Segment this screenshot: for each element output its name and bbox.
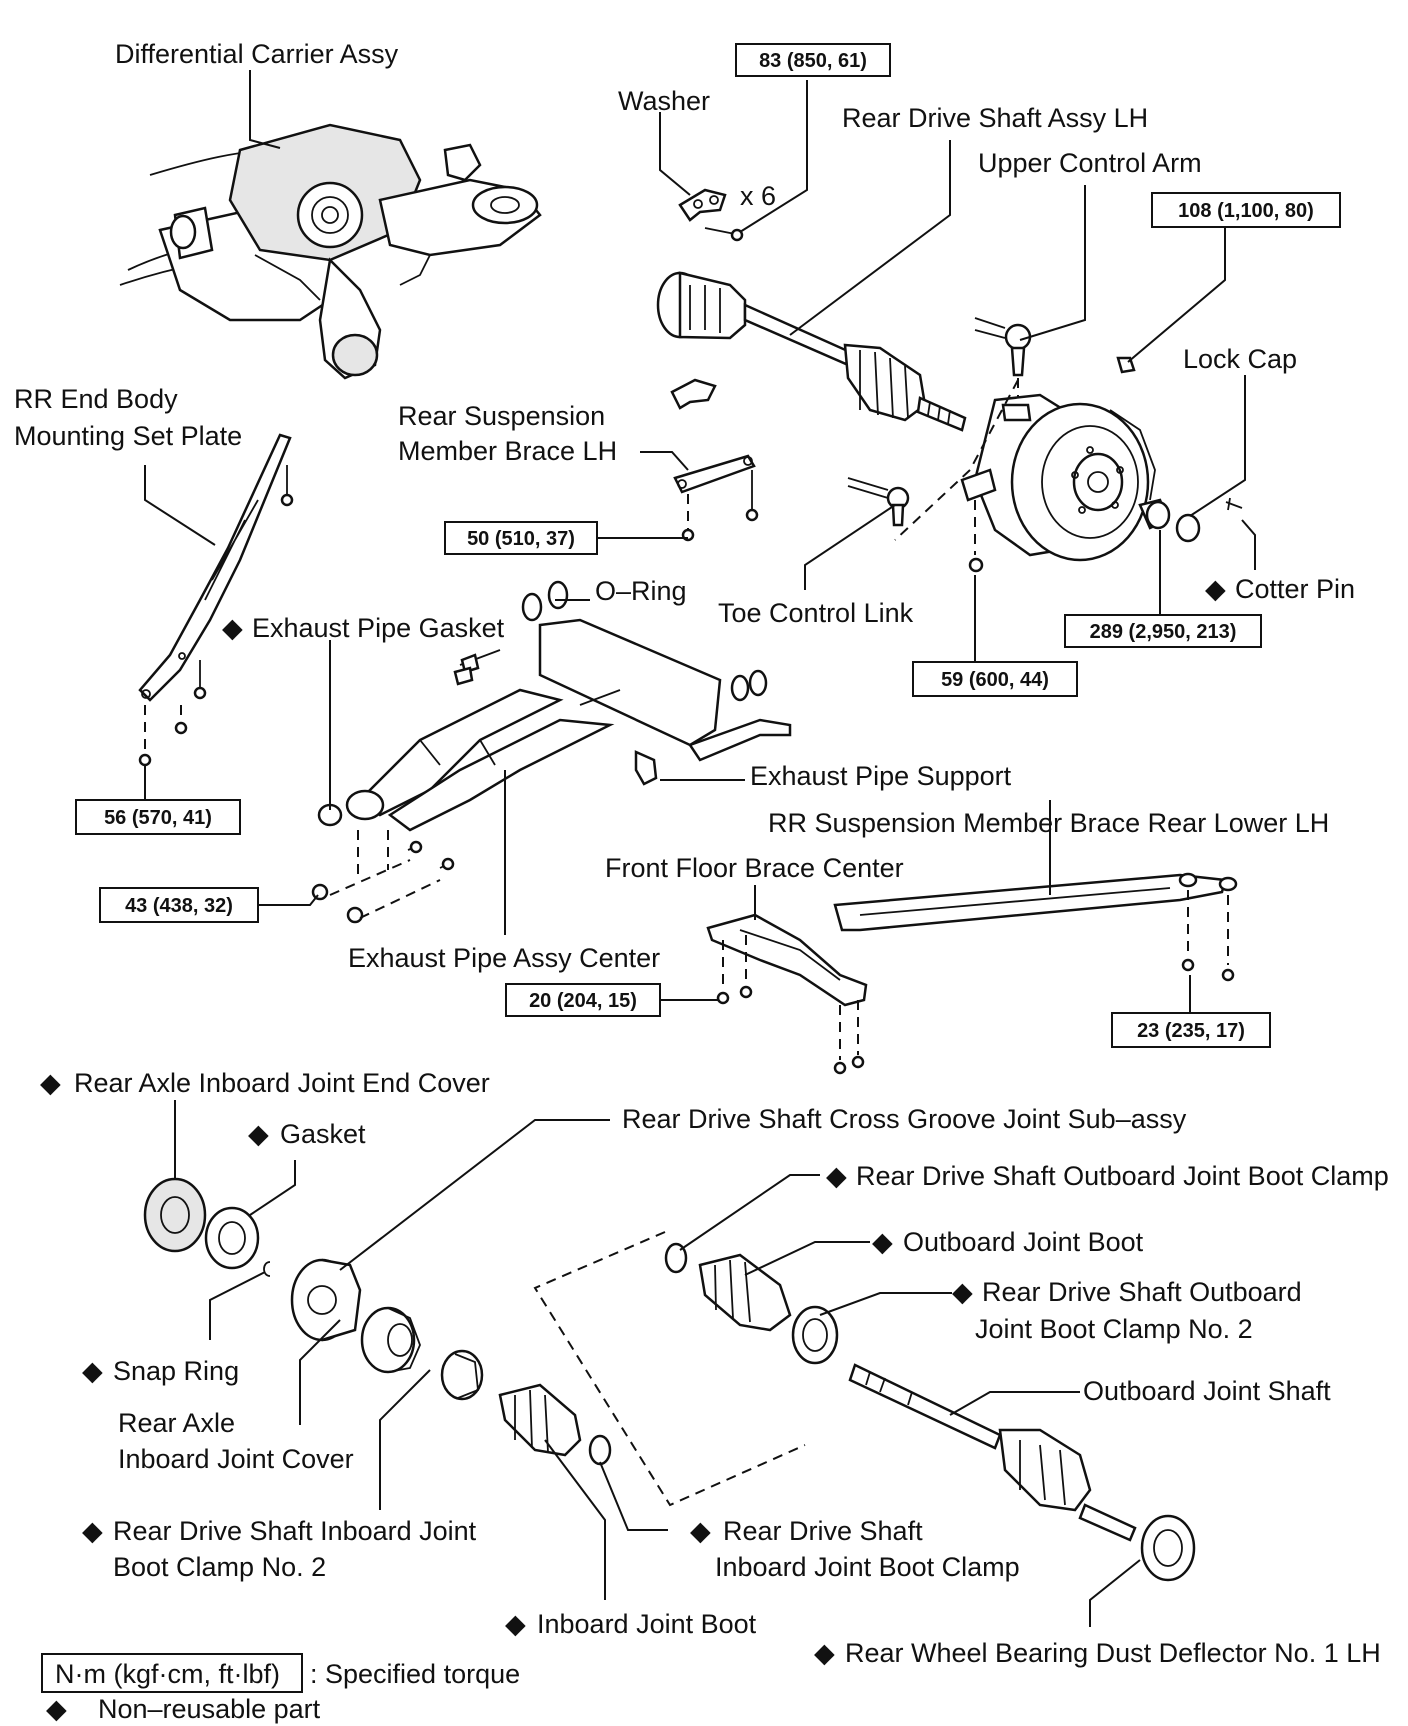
legend-nonreusable: Non–reusable part	[98, 1694, 321, 1724]
label-outboard-boot-diamond: ◆	[872, 1227, 893, 1257]
label-outboard-boot-clamp: Rear Drive Shaft Outboard Joint Boot Cla…	[856, 1161, 1389, 1191]
label-outboard-boot: Outboard Joint Boot	[903, 1227, 1144, 1257]
label-outboard-shaft: Outboard Joint Shaft	[1083, 1376, 1331, 1406]
label-cross-groove-joint: Rear Drive Shaft Cross Groove Joint Sub–…	[622, 1104, 1187, 1134]
label-inboard-clamp2-1: Rear Drive Shaft Inboard Joint	[113, 1516, 477, 1546]
label-differential-carrier: Differential Carrier Assy	[115, 39, 399, 69]
label-o-ring: O–Ring	[595, 576, 687, 606]
toe-control-link-illustration	[847, 477, 910, 527]
label-washer-qty: x 6	[740, 181, 776, 211]
label-inboard-clamp-2: Inboard Joint Boot Clamp	[715, 1552, 1020, 1582]
label-exhaust-support: Exhaust Pipe Support	[750, 761, 1012, 791]
label-inboard-cover-1: Rear Axle	[118, 1408, 235, 1438]
label-toe-control-link: Toe Control Link	[718, 598, 914, 628]
label-rear-susp-brace-1: Rear Suspension	[398, 401, 605, 431]
mounting-set-plate-illustration	[138, 433, 294, 767]
label-inboard-boot: Inboard Joint Boot	[537, 1609, 757, 1639]
torque-56: 56 (570, 41)	[104, 807, 212, 829]
label-rr-end-body-1: RR End Body	[14, 384, 178, 414]
label-gasket: Gasket	[280, 1119, 366, 1149]
torque-20: 20 (204, 15)	[529, 990, 637, 1012]
exhaust-pipe-illustration	[311, 580, 792, 924]
rear-drive-shaft-illustration	[656, 271, 967, 432]
label-outboard-clamp2-1: Rear Drive Shaft Outboard	[982, 1277, 1302, 1307]
rear-hub-illustration	[894, 379, 1243, 573]
label-outboard-clamp2-2: Joint Boot Clamp No. 2	[975, 1314, 1253, 1344]
label-inboard-clamp2-diamond: ◆	[82, 1516, 103, 1546]
legend-unit-box: N·m (kgf·cm, ft·lbf)	[55, 1659, 280, 1689]
torque-50: 50 (510, 37)	[467, 528, 575, 550]
torque-callouts: 83 (850, 61) 108 (1,100, 80) 50 (510, 37…	[75, 43, 1341, 1048]
torque-59: 59 (600, 44)	[941, 669, 1049, 691]
label-upper-control-arm: Upper Control Arm	[978, 148, 1202, 178]
label-outboard-clamp2-diamond: ◆	[952, 1277, 973, 1307]
floor-brace-illustration	[706, 872, 1238, 1075]
differential-carrier-illustration	[119, 123, 542, 380]
torque-43: 43 (438, 32)	[125, 895, 233, 917]
label-inboard-clamp-diamond: ◆	[690, 1516, 711, 1546]
label-inboard-end-cover: Rear Axle Inboard Joint End Cover	[74, 1068, 490, 1098]
legend-unit-desc: : Specified torque	[310, 1659, 520, 1689]
torque-23: 23 (235, 17)	[1137, 1020, 1245, 1042]
label-outboard-boot-clamp-diamond: ◆	[826, 1161, 847, 1191]
rear-suspension-brace-illustration	[673, 454, 759, 542]
label-inboard-clamp-1: Rear Drive Shaft	[723, 1516, 923, 1546]
label-dust-deflector: Rear Wheel Bearing Dust Deflector No. 1 …	[845, 1638, 1381, 1668]
label-rr-end-body-2: Mounting Set Plate	[14, 421, 242, 451]
label-exhaust-gasket-diamond: ◆	[222, 613, 243, 643]
torque-108: 108 (1,100, 80)	[1178, 200, 1314, 222]
washer-illustration	[670, 188, 744, 410]
part-labels: Differential Carrier Assy Washer x 6 Rea…	[14, 39, 1389, 1668]
label-front-floor-brace: Front Floor Brace Center	[605, 853, 904, 883]
label-rear-drive-shaft-lh: Rear Drive Shaft Assy LH	[842, 103, 1148, 133]
label-washer: Washer	[618, 86, 710, 116]
torque-289: 289 (2,950, 213)	[1090, 621, 1237, 643]
label-gasket-diamond: ◆	[248, 1119, 269, 1149]
drive-shaft-exploded-illustration	[143, 1177, 1196, 1582]
label-exhaust-gasket: Exhaust Pipe Gasket	[252, 613, 505, 643]
exhaust-support-illustration	[634, 750, 658, 786]
leader-lines	[144, 70, 1256, 1627]
label-inboard-cover-2: Inboard Joint Cover	[118, 1444, 354, 1474]
label-rr-brace-rear-lower: RR Suspension Member Brace Rear Lower LH	[768, 808, 1329, 838]
label-cotter-pin: Cotter Pin	[1235, 574, 1355, 604]
label-exhaust-pipe-center: Exhaust Pipe Assy Center	[348, 943, 660, 973]
label-dust-deflector-diamond: ◆	[814, 1638, 835, 1668]
label-snap-ring-diamond: ◆	[82, 1356, 103, 1386]
torque-83: 83 (850, 61)	[759, 50, 867, 72]
legend: N·m (kgf·cm, ft·lbf) : Specified torque …	[41, 1653, 520, 1724]
label-inboard-clamp2-2: Boot Clamp No. 2	[113, 1552, 326, 1582]
label-snap-ring: Snap Ring	[113, 1356, 239, 1386]
upper-control-arm-illustration	[974, 317, 1032, 405]
legend-nonreusable-diamond: ◆	[46, 1694, 67, 1724]
label-rear-susp-brace-2: Member Brace LH	[398, 436, 617, 466]
label-inboard-boot-diamond: ◆	[505, 1609, 526, 1639]
label-lock-cap: Lock Cap	[1183, 344, 1297, 374]
label-cotter-pin-diamond: ◆	[1205, 574, 1226, 604]
label-inboard-end-cover-diamond: ◆	[40, 1068, 61, 1098]
